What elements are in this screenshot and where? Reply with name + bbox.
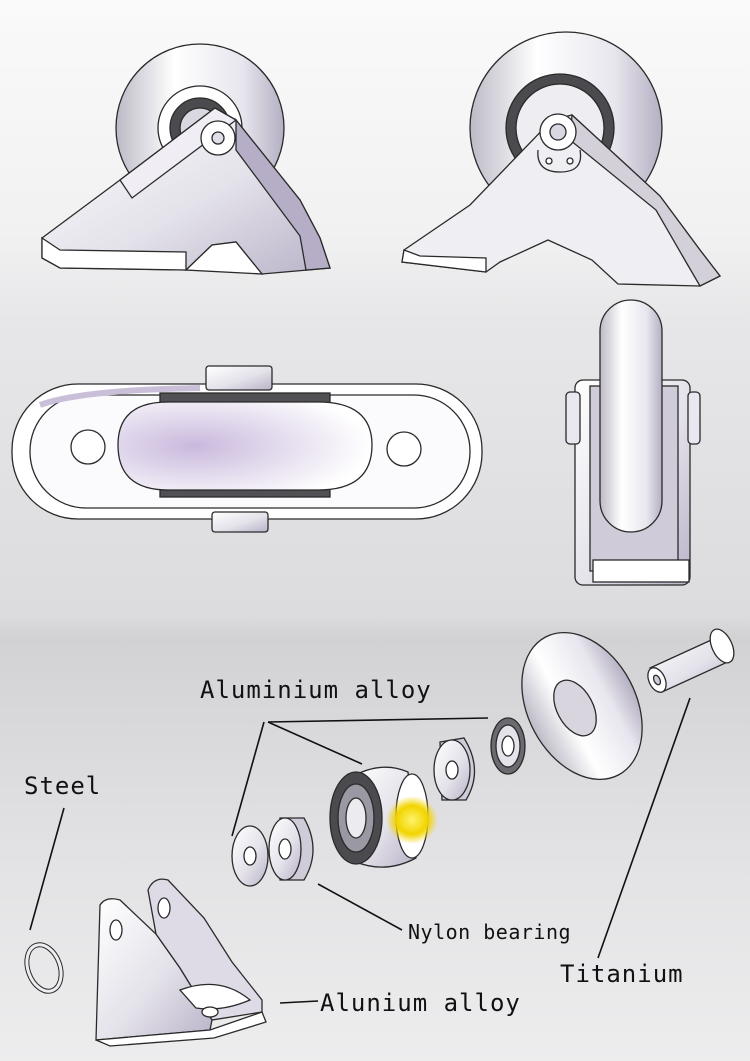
highlight-glare [386,796,438,844]
retaining-ring [24,942,64,994]
leader-aluminium-2 [267,721,363,765]
bearing-ring [490,717,526,775]
leader-aluminium-1 [231,721,265,837]
caster-view-left [41,43,331,275]
axle-head-top [205,365,273,391]
leader-nylon [317,883,403,931]
bracket-exploded [95,878,267,1047]
label-aluminium-alloy: Aluminium alloy [200,676,432,704]
spacer-right [433,737,476,801]
spacer-large [268,817,314,881]
mount-hole-left [70,429,106,465]
label-alunium-alloy: Alunium alloy [320,989,521,1017]
mount-hole-right [386,431,422,467]
retaining-clip [537,149,582,173]
caster-top-view [11,365,483,533]
tire-exploded [521,631,643,781]
axle-pin [647,628,735,693]
caster-side-view [565,299,701,586]
caster-view-right [401,31,721,287]
axle-end-right [687,391,701,445]
leader-steel [29,807,65,931]
leader-titanium [597,697,691,959]
label-nylon-bearing: Nylon bearing [408,920,572,944]
exploded-view [24,628,735,1047]
leader-aluminium-3 [267,717,489,723]
leader-alunium [279,1000,319,1004]
label-steel: Steel [24,772,102,800]
axle-end-left [565,391,581,445]
label-titanium: Titanium [560,960,684,988]
washer-small [231,825,269,887]
axle-head-bottom [211,511,269,533]
wheel-side [599,299,663,533]
leader-lines [29,697,691,1004]
wheel-top [117,401,373,491]
